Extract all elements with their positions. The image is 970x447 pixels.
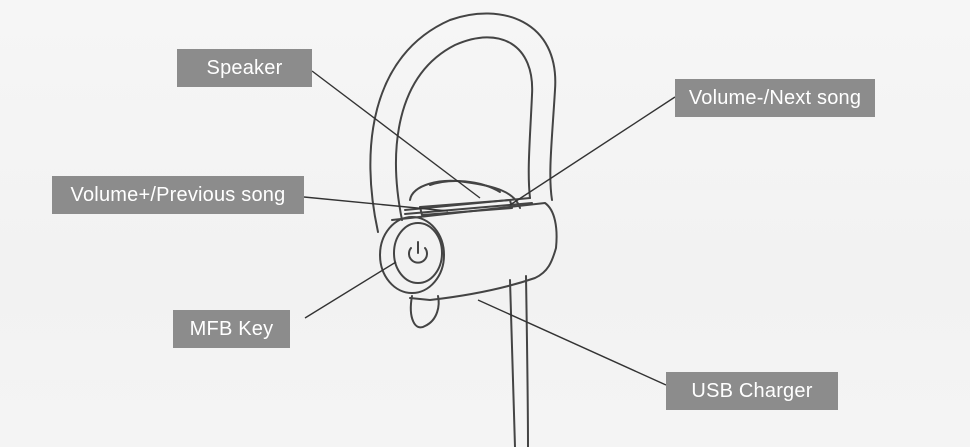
- speaker-label: Speaker: [177, 49, 312, 87]
- volume-buttons: [419, 199, 513, 216]
- volume-plus-leader-line: [303, 196, 449, 212]
- mfb-key-label: MFB Key: [173, 310, 290, 348]
- earphone-body: [391, 202, 558, 301]
- ear-tip: [409, 295, 440, 329]
- mfb-leader-line: [304, 261, 397, 319]
- usb-leader-line: [477, 299, 667, 386]
- volume-minus-next-song-label: Volume-/Next song: [675, 79, 875, 117]
- volume-plus-previous-song-label: Volume+/Previous song: [52, 176, 304, 214]
- usb-charger-label: USB Charger: [666, 372, 838, 410]
- volume-minus-leader-line: [509, 96, 676, 206]
- cable-right: [525, 275, 529, 447]
- mfb-button-disc: [379, 216, 445, 294]
- power-icon: [408, 241, 428, 264]
- speaker-leader-line: [311, 70, 481, 199]
- ear-hook-outer: [369, 12, 557, 233]
- ear-hook-inner: [395, 36, 534, 221]
- cable-left: [509, 279, 516, 447]
